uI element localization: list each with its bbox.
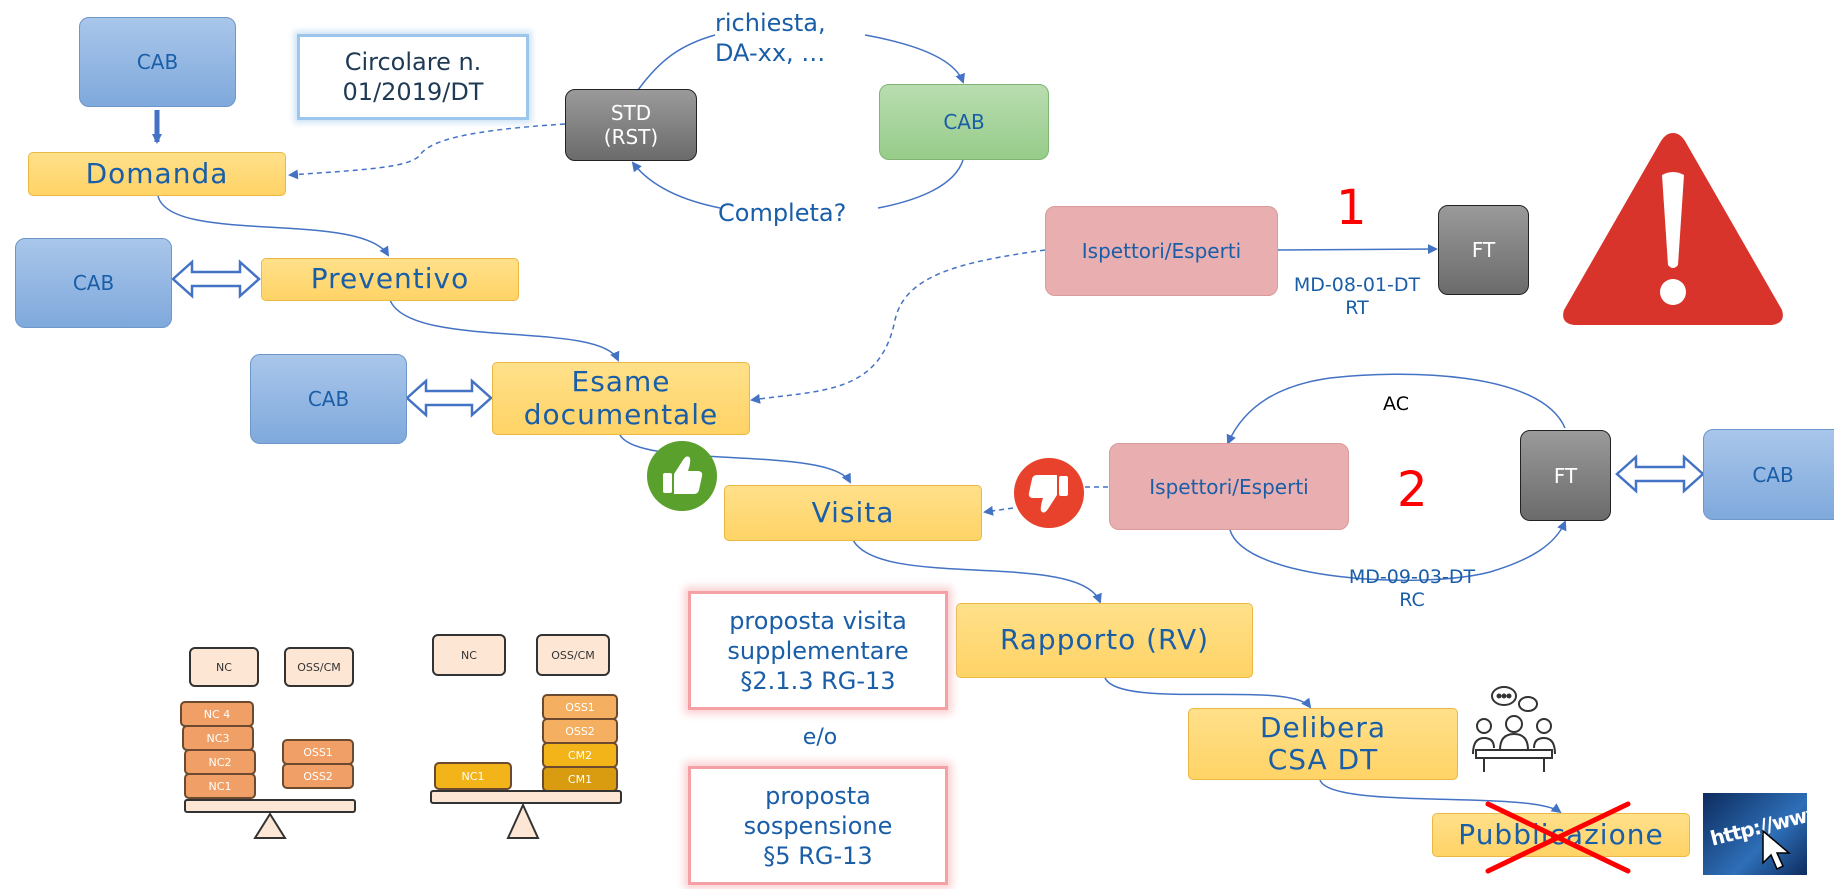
completa-label: Completa? — [718, 199, 847, 227]
flow-ft-ispettori-ac — [1226, 373, 1566, 445]
scale-head-nc: NC — [461, 649, 477, 662]
ft-box-2: FT — [1520, 430, 1611, 521]
preventivo-label: Preventivo — [310, 262, 470, 296]
ispettori-box-1: Ispettori/Esperti — [1045, 206, 1278, 296]
richiesta-label: richiesta, DA-xx, … — [715, 9, 826, 67]
scale-head-oss: OSS/CM — [551, 649, 595, 662]
proposta-visita-label: proposta visita supplementare §2.1.3 RG-… — [727, 606, 909, 695]
domanda-box: Domanda — [28, 152, 286, 196]
scale-block-label: OSS2 — [565, 725, 595, 738]
dashed-std-domanda — [288, 123, 566, 180]
step-number-1: 1 — [1336, 180, 1367, 236]
std-label: STD (RST) — [603, 101, 659, 149]
balance-scale-left: NC OSS/CM NC 4 NC3 NC2 NC1 OSS1 OSS2 — [180, 647, 356, 839]
double-arrow-cab-preventivo — [171, 259, 261, 299]
scale-block-label: CM1 — [568, 773, 592, 786]
flow-preventivo-esame — [389, 299, 620, 362]
cross-out-icon — [1485, 801, 1631, 874]
dashed-ispettori-esame — [750, 249, 1046, 404]
flow-esame-visita — [619, 434, 851, 484]
ispettori-box-2: Ispettori/Esperti — [1109, 443, 1349, 530]
proposta-sospensione-label: proposta sospensione §5 RG-13 — [743, 781, 893, 870]
scale-head-oss: OSS/CM — [297, 661, 341, 674]
scale-block-label: NC 4 — [204, 708, 230, 721]
meeting-people-icon — [1472, 686, 1556, 772]
flow-rapporto-delibera — [1104, 677, 1312, 709]
eo-label: e/o — [802, 725, 838, 750]
ft-label: FT — [1471, 238, 1496, 262]
scale-block-label: OSS2 — [303, 770, 333, 783]
flow-cab-completa — [877, 159, 964, 209]
cab-label: CAB — [72, 271, 115, 295]
md08-label: MD-08-01-DT RT — [1293, 274, 1421, 319]
cab-label: CAB — [307, 387, 350, 411]
esame-label: Esame documentale — [523, 365, 719, 431]
circolare-label: Circolare n. 01/2019/DT — [342, 48, 484, 106]
esame-box: Esame documentale — [492, 362, 750, 435]
proposta-visita-note: proposta visita supplementare §2.1.3 RG-… — [688, 591, 948, 710]
cab-box-green: CAB — [879, 84, 1049, 160]
thumbs-up-icon — [647, 441, 717, 511]
scale-block-label: NC1 — [462, 770, 485, 783]
scale-block-label: CM2 — [568, 749, 592, 762]
warning-icon — [1563, 133, 1783, 325]
delibera-box: Delibera CSA DT — [1188, 708, 1458, 780]
cab-label: CAB — [1752, 462, 1794, 487]
rapporto-box: Rapporto (RV) — [956, 603, 1253, 678]
cursor-icon — [1762, 829, 1792, 871]
cab-label: CAB — [943, 110, 985, 134]
ispettori-label: Ispettori/Esperti — [1081, 239, 1242, 263]
flow-std-richiesta — [637, 34, 716, 91]
web-link-icon: http://www — [1703, 793, 1807, 875]
double-arrow-cab-esame — [405, 378, 493, 418]
flow-richiesta-cab — [864, 34, 965, 84]
visita-box: Visita — [724, 485, 982, 541]
scale-block-label: NC1 — [209, 780, 232, 793]
scale-head-nc: NC — [216, 661, 232, 674]
dashed-thumb-visita — [983, 505, 1014, 516]
flow-completa-std — [631, 161, 721, 209]
ft-box-1: FT — [1438, 205, 1529, 295]
flow-ispettori-ft-rc — [1229, 520, 1567, 582]
domanda-label: Domanda — [85, 156, 229, 190]
md09-label: MD-09-03-DT RC — [1348, 566, 1476, 611]
visita-label: Visita — [811, 495, 895, 529]
circolare-note: Circolare n. 01/2019/DT — [297, 34, 529, 120]
cab-box-top: CAB — [79, 17, 236, 107]
flow-visita-rapporto — [852, 539, 1102, 604]
arrow-ispettori-ft — [1277, 244, 1438, 255]
flow-delibera-pubblicazione — [1319, 779, 1562, 814]
std-box: STD (RST) — [565, 89, 697, 161]
flow-domanda-preventivo — [157, 195, 390, 257]
proposta-sospensione-note: proposta sospensione §5 RG-13 — [688, 766, 948, 885]
double-arrow-ft-cab — [1615, 454, 1705, 494]
ft-label: FT — [1553, 463, 1578, 488]
thumbs-down-icon — [1014, 458, 1084, 528]
cab-box-right: CAB — [1703, 429, 1834, 520]
cab-label: CAB — [136, 50, 179, 74]
ispettori-label: Ispettori/Esperti — [1149, 474, 1309, 499]
preventivo-box: Preventivo — [261, 258, 519, 301]
step-number-2: 2 — [1397, 462, 1428, 518]
scale-block-label: NC3 — [207, 732, 230, 745]
balance-scale-right: NC OSS/CM NC1 OSS1 OSS2 CM2 CM1 — [430, 634, 622, 839]
scale-block-label: OSS1 — [565, 701, 595, 714]
delibera-label: Delibera CSA DT — [1259, 710, 1386, 776]
rapporto-label: Rapporto (RV) — [999, 623, 1210, 657]
cab-box-esame: CAB — [250, 354, 407, 444]
cab-box-preventivo: CAB — [15, 238, 172, 328]
scale-block-label: NC2 — [209, 756, 232, 769]
scale-block-label: OSS1 — [303, 746, 333, 759]
ac-label: AC — [1383, 393, 1409, 415]
